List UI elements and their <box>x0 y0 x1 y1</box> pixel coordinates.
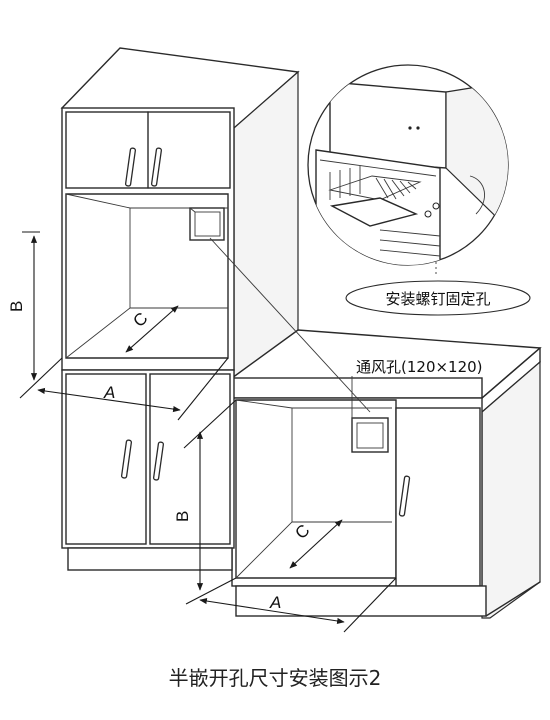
base-right-door <box>395 407 481 587</box>
dim-b-upper: B <box>7 301 26 312</box>
tall-cabinet <box>60 47 300 380</box>
screw-hole-callout: 安装螺钉固定孔 <box>345 280 531 316</box>
dimensions-upper <box>19 231 371 421</box>
dim-a-lower: A <box>269 593 281 612</box>
door-handle-left <box>124 147 137 187</box>
figure-caption: 半嵌开孔尺寸安装图示2 <box>169 666 382 690</box>
screw-hole-label: 安装螺钉固定孔 <box>385 290 490 308</box>
vent-hole-label: 通风孔(120×120) <box>356 358 483 376</box>
dimensions-lower <box>183 399 397 633</box>
door-handle-right <box>150 147 163 187</box>
dim-a-upper: A <box>103 383 115 402</box>
vent-hole-upper <box>189 207 225 241</box>
detail-magnifier <box>307 64 509 276</box>
dim-b-lower: B <box>173 511 192 522</box>
vent-hole-lower <box>351 417 389 453</box>
left-lower-cabinet <box>61 369 235 571</box>
door-handle-base <box>398 475 411 517</box>
